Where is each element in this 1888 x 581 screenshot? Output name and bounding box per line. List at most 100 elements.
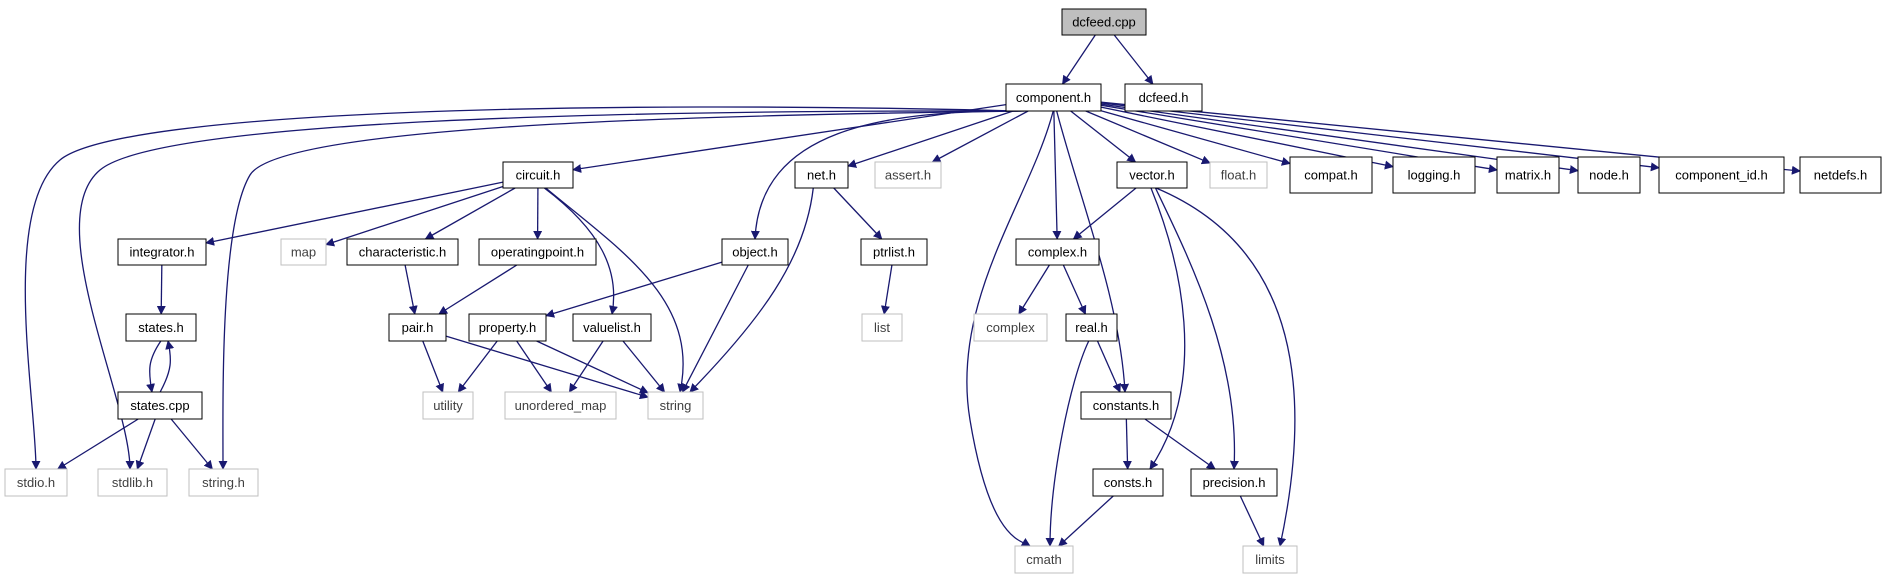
- node-node-h[interactable]: node.h: [1577, 156, 1641, 194]
- edge-valuelist_h-to-unordered_map: [568, 340, 604, 393]
- edge-states_cpp-to-states_h: [159, 340, 175, 393]
- node-matrix-h[interactable]: matrix.h: [1496, 156, 1560, 194]
- node-utility: utility: [422, 391, 474, 420]
- node-label: vector.h: [1129, 168, 1175, 183]
- node-dcfeed-h[interactable]: dcfeed.h: [1124, 83, 1203, 112]
- node-box: [346, 238, 459, 266]
- node-label: limits: [1255, 552, 1285, 567]
- node-constants-h[interactable]: constants.h: [1080, 391, 1172, 420]
- node-label: property.h: [479, 320, 537, 335]
- edge-ptrlist_h-to-list: [880, 264, 893, 315]
- node-label: object.h: [732, 245, 778, 260]
- node-box: [1015, 238, 1100, 266]
- node-list: list: [861, 313, 903, 342]
- node-label: integrator.h: [129, 245, 194, 260]
- node-states-cpp[interactable]: states.cpp: [117, 391, 203, 420]
- edge-constants_h-to-consts_h: [1122, 418, 1132, 470]
- node-object-h[interactable]: object.h: [721, 238, 789, 266]
- node-component-id-h[interactable]: component_id.h: [1658, 156, 1785, 194]
- node-label: string: [660, 398, 692, 413]
- node-box: [1799, 156, 1882, 194]
- node-label: list: [874, 320, 890, 335]
- node-states-h[interactable]: states.h: [125, 313, 197, 342]
- node-component-h[interactable]: component.h: [1005, 83, 1102, 112]
- node-label: states.h: [138, 320, 184, 335]
- node-box: [1392, 156, 1476, 194]
- node-vector-h[interactable]: vector.h: [1116, 161, 1188, 189]
- node-label: node.h: [1589, 168, 1629, 183]
- node-real-h[interactable]: real.h: [1065, 313, 1118, 342]
- node-box: [572, 313, 652, 342]
- node-integrator-h[interactable]: integrator.h: [117, 238, 207, 266]
- node-box: [861, 313, 903, 342]
- node-precision-h[interactable]: precision.h: [1190, 468, 1278, 497]
- node-stdio-h: stdio.h: [4, 468, 68, 497]
- nodes-layer: dcfeed.cpp component.h dcfeed.h circuit.h ne…: [4, 8, 1882, 574]
- edge-constants_h-to-precision_h: [1144, 418, 1216, 470]
- edge-complex_h-to-real_h: [1062, 264, 1087, 315]
- node-ptrlist-h[interactable]: ptrlist.h: [860, 238, 928, 266]
- node-label: logging.h: [1408, 168, 1461, 183]
- node-circuit-h[interactable]: circuit.h: [502, 161, 574, 189]
- node-label: dcfeed.cpp: [1072, 15, 1136, 30]
- node-box: [973, 313, 1048, 342]
- edge-pair_h-to-utility: [422, 340, 444, 393]
- node-box: [1124, 83, 1203, 112]
- node-label: map: [291, 245, 316, 260]
- node-valuelist-h[interactable]: valuelist.h: [572, 313, 652, 342]
- edge-net_h-to-string: [689, 187, 814, 393]
- node-complex-h[interactable]: complex.h: [1015, 238, 1100, 266]
- node-dcfeed-cpp[interactable]: dcfeed.cpp: [1061, 8, 1147, 36]
- node-characteristic-h[interactable]: characteristic.h: [346, 238, 459, 266]
- edge-component_h-to-complex_h: [1052, 110, 1062, 240]
- node-box: [794, 161, 849, 189]
- edge-circuit_h-to-valuelist_h: [543, 187, 618, 315]
- edge-component_h-to-assert_h: [931, 110, 1029, 163]
- node-label: cmath: [1026, 552, 1061, 567]
- node-label: constants.h: [1093, 398, 1160, 413]
- node-box: [478, 238, 597, 266]
- node-limits: limits: [1242, 545, 1298, 574]
- edge-property_h-to-utility: [457, 340, 498, 393]
- edge-consts_h-to-cmath: [1058, 495, 1114, 547]
- node-compat-h[interactable]: compat.h: [1289, 156, 1373, 194]
- node-box: [117, 391, 203, 420]
- node-operatingpoint-h[interactable]: operatingpoint.h: [478, 238, 597, 266]
- node-box: [1496, 156, 1560, 194]
- node-complex: complex: [973, 313, 1048, 342]
- node-label: pair.h: [402, 320, 434, 335]
- node-label: circuit.h: [516, 168, 561, 183]
- edge-circuit_h-to-map: [325, 185, 504, 247]
- node-label: ptrlist.h: [873, 245, 915, 260]
- edge-object_h-to-string: [681, 264, 749, 393]
- node-consts-h[interactable]: consts.h: [1092, 468, 1164, 497]
- node-label: operatingpoint.h: [491, 245, 584, 260]
- node-box: [647, 391, 704, 420]
- edge-component_h-to-compat_h: [1100, 110, 1291, 166]
- node-label: component_id.h: [1675, 168, 1768, 183]
- edge-dcfeed_cpp-to-component_h: [1061, 34, 1096, 85]
- edge-object_h-to-property_h: [545, 261, 723, 318]
- node-box: [188, 468, 259, 497]
- node-unordered-map: unordered_map: [504, 391, 617, 420]
- node-label: precision.h: [1203, 475, 1266, 490]
- edge-component_h-to-stdio_h: [24, 106, 1018, 470]
- node-box: [117, 238, 207, 266]
- node-box: [504, 391, 617, 420]
- node-string-h: string.h: [188, 468, 259, 497]
- node-netdefs-h[interactable]: netdefs.h: [1799, 156, 1882, 194]
- node-label: complex: [986, 320, 1035, 335]
- edge-property_h-to-unordered_map: [516, 340, 552, 393]
- node-label: compat.h: [1304, 168, 1357, 183]
- edge-circuit_h-to-characteristic_h: [424, 187, 516, 240]
- node-label: complex.h: [1028, 245, 1087, 260]
- node-pair-h[interactable]: pair.h: [388, 313, 447, 342]
- node-logging-h[interactable]: logging.h: [1392, 156, 1476, 194]
- node-box: [1242, 545, 1298, 574]
- node-label: consts.h: [1104, 475, 1152, 490]
- node-property-h[interactable]: property.h: [468, 313, 547, 342]
- node-net-h[interactable]: net.h: [794, 161, 849, 189]
- edge-precision_h-to-limits: [1239, 495, 1265, 547]
- edge-circuit_h-to-string: [545, 187, 687, 393]
- node-box: [1577, 156, 1641, 194]
